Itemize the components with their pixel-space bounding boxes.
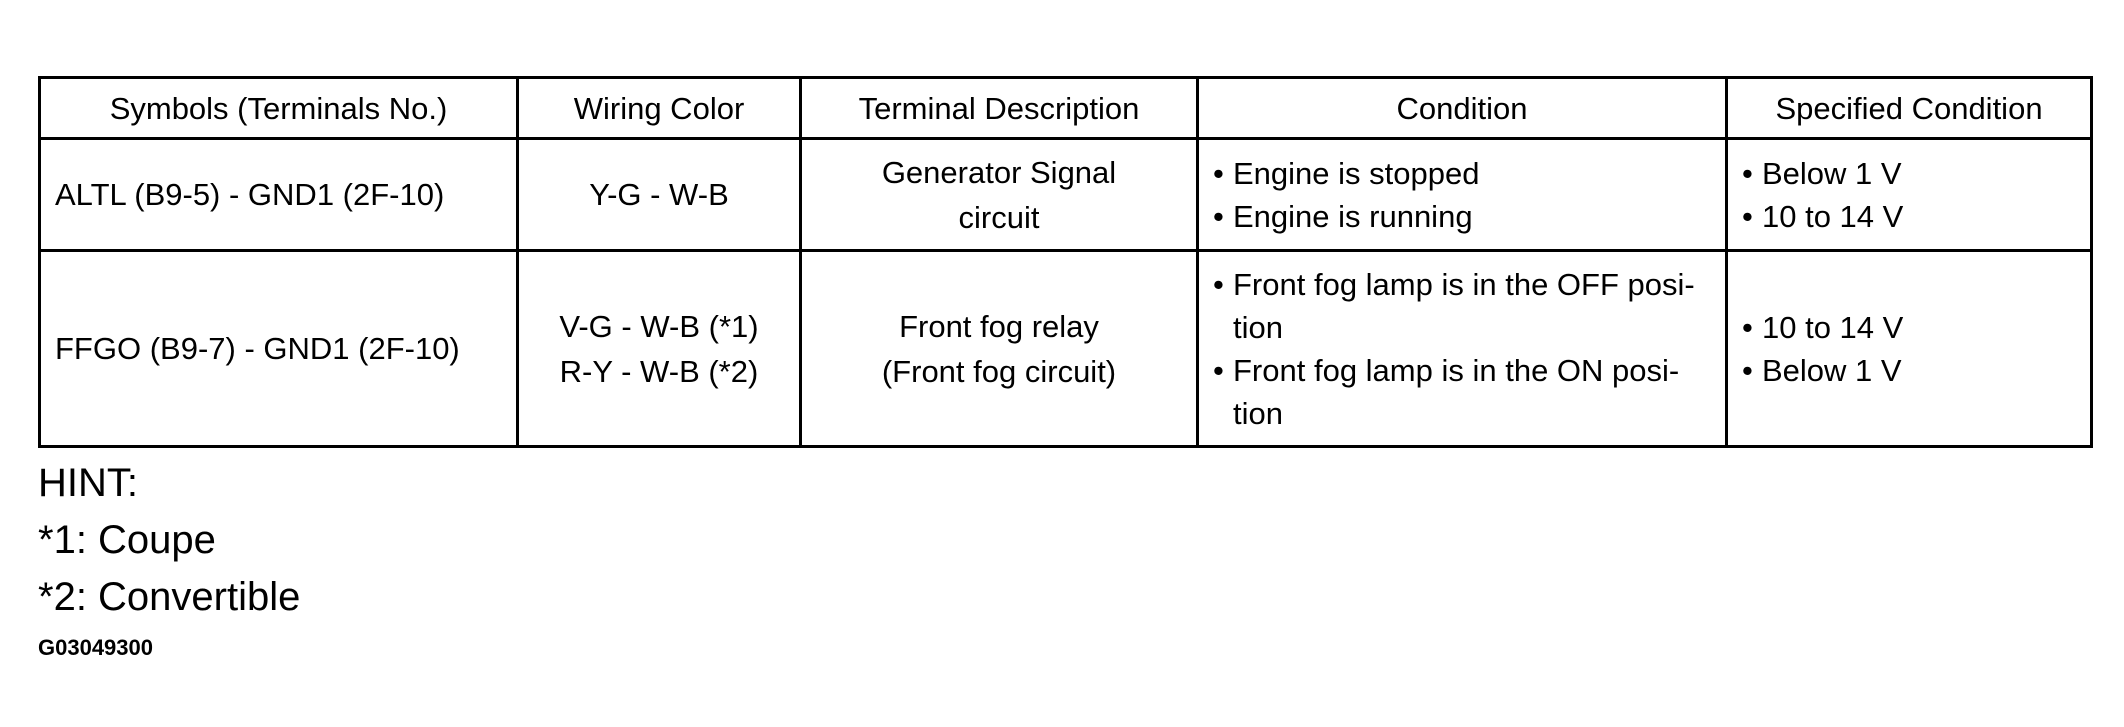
table-row: ALTL (B9-5) - GND1 (2F-10) Y-G - W-B Gen… xyxy=(38,137,2093,252)
header-terminal-description: Terminal Description xyxy=(799,76,1199,140)
list-item: • Below 1 V xyxy=(1742,349,2076,392)
hint-note: *2: Convertible xyxy=(38,575,301,619)
terminal-spec-table: Symbols (Terminals No.) Wiring Color Ter… xyxy=(38,76,2093,448)
bullet-icon: • xyxy=(1742,309,1753,345)
bullet-icon: • xyxy=(1213,198,1224,234)
header-wiring-color: Wiring Color xyxy=(516,76,802,140)
header-symbols: Symbols (Terminals No.) xyxy=(38,76,519,140)
hint-title: HINT: xyxy=(38,461,138,505)
condition-cell: • Engine is stopped • Engine is running xyxy=(1196,137,1728,252)
figure-code: G03049300 xyxy=(38,635,153,660)
condition-text: Front fog lamp is in the ON posi-tion xyxy=(1233,352,1680,431)
symbol-cell: ALTL (B9-5) - GND1 (2F-10) xyxy=(38,137,519,252)
bullet-icon: • xyxy=(1213,266,1224,302)
wiring-color-line: R-Y - W-B (*2) xyxy=(559,353,759,389)
description-line: Generator Signal xyxy=(881,154,1117,190)
condition-list: • Engine is stopped • Engine is running xyxy=(1213,152,1711,238)
specified-text: 10 to 14 V xyxy=(1762,198,1904,234)
list-item: • Front fog lamp is in the ON posi-tion xyxy=(1213,349,1711,435)
table-header-row: Symbols (Terminals No.) Wiring Color Ter… xyxy=(38,76,2093,140)
wiring-color-cell: V-G - W-B (*1) R-Y - W-B (*2) xyxy=(516,249,802,448)
specified-text: Below 1 V xyxy=(1762,155,1902,191)
specified-condition-cell: • 10 to 14 V • Below 1 V xyxy=(1725,249,2093,448)
wiring-color-line: Y-G - W-B xyxy=(589,177,729,212)
list-item: • Below 1 V xyxy=(1742,152,2076,195)
specified-text: Below 1 V xyxy=(1762,352,1902,388)
header-condition: Condition xyxy=(1196,76,1728,140)
specified-list: • 10 to 14 V • Below 1 V xyxy=(1742,306,2076,392)
list-item: • Engine is running xyxy=(1213,195,1711,238)
specified-condition-cell: • Below 1 V • 10 to 14 V xyxy=(1725,137,2093,252)
terminal-description-cell: Front fog relay (Front fog circuit) xyxy=(799,249,1199,448)
wiring-color-line: V-G - W-B (*1) xyxy=(559,308,759,344)
symbol-cell: FFGO (B9-7) - GND1 (2F-10) xyxy=(38,249,519,448)
hint-section: HINT: *1: Coupe *2: Convertible G0304930… xyxy=(38,455,300,662)
list-item: • Engine is stopped xyxy=(1213,152,1711,195)
condition-list: • Front fog lamp is in the OFF posi-tion… xyxy=(1213,263,1711,435)
bullet-icon: • xyxy=(1213,352,1224,388)
list-item: • 10 to 14 V xyxy=(1742,306,2076,349)
specified-text: 10 to 14 V xyxy=(1762,309,1904,345)
list-item: • 10 to 14 V xyxy=(1742,195,2076,238)
table-row: FFGO (B9-7) - GND1 (2F-10) V-G - W-B (*1… xyxy=(38,249,2093,448)
description-line: (Front fog circuit) xyxy=(881,353,1117,389)
description-line: circuit xyxy=(958,199,1040,235)
bullet-icon: • xyxy=(1742,352,1753,388)
condition-text: Engine is running xyxy=(1233,198,1473,234)
list-item: • Front fog lamp is in the OFF posi-tion xyxy=(1213,263,1711,349)
description-line: Front fog relay xyxy=(899,308,1099,344)
bullet-icon: • xyxy=(1213,155,1224,191)
condition-text: Engine is stopped xyxy=(1233,155,1480,191)
condition-text: Front fog lamp is in the OFF posi-tion xyxy=(1233,266,1695,345)
header-specified-condition: Specified Condition xyxy=(1725,76,2093,140)
hint-note: *1: Coupe xyxy=(38,518,216,562)
condition-cell: • Front fog lamp is in the OFF posi-tion… xyxy=(1196,249,1728,448)
bullet-icon: • xyxy=(1742,198,1753,234)
wiring-color-cell: Y-G - W-B xyxy=(516,137,802,252)
specified-list: • Below 1 V • 10 to 14 V xyxy=(1742,152,2076,238)
terminal-description-cell: Generator Signal circuit xyxy=(799,137,1199,252)
bullet-icon: • xyxy=(1742,155,1753,191)
